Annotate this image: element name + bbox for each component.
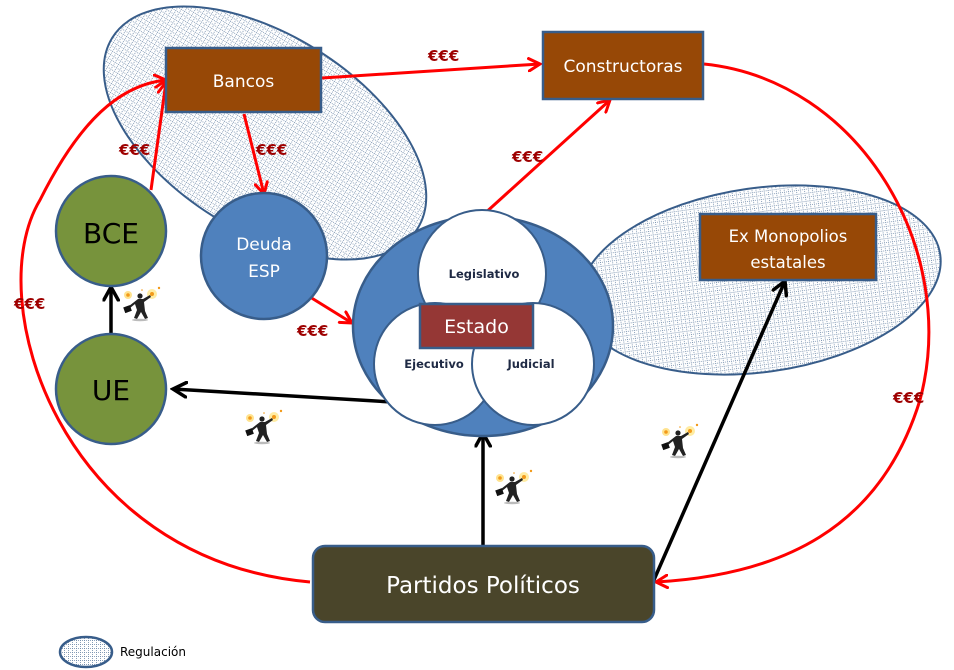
node-exmonopolios-label-line1: Ex Monopolios bbox=[729, 227, 848, 246]
money-flow-partidos-to-bancos bbox=[19, 80, 311, 584]
node-exmonopolios-label-line2: estatales bbox=[750, 253, 825, 272]
node-deuda-label-line2: ESP bbox=[248, 262, 280, 282]
money-flow-deuda-to-estado bbox=[309, 295, 352, 323]
power-judicial-label: Judicial bbox=[506, 357, 554, 371]
money-label-estado-constructoras: €€€ bbox=[511, 148, 543, 166]
money-flow-estado-to-constructoras bbox=[481, 100, 610, 217]
legend-regulation-label: Regulación bbox=[120, 645, 186, 659]
node-partidos-politicos: Partidos Políticos bbox=[311, 544, 656, 624]
businessman-lobbying-icon bbox=[123, 286, 161, 322]
businessman-lobbying-icon bbox=[495, 469, 533, 505]
node-bancos: Bancos bbox=[164, 46, 323, 114]
businessman-lobbying-icon bbox=[661, 423, 699, 459]
node-ex-monopolios: Ex Monopolios estatales bbox=[698, 212, 878, 282]
node-estado: Legislativo Ejecutivo Judicial Estado bbox=[351, 209, 615, 438]
businessman-lobbying-icon bbox=[245, 409, 283, 445]
node-partidos-label: Partidos Políticos bbox=[386, 573, 580, 599]
node-constructoras: Constructoras bbox=[541, 30, 705, 101]
node-ue-label: UE bbox=[92, 374, 130, 407]
legend-regulation-swatch bbox=[58, 635, 114, 669]
node-ue: UE bbox=[54, 332, 168, 446]
money-flow-bancos-to-deuda bbox=[242, 113, 264, 194]
power-ejecutivo-label: Ejecutivo bbox=[404, 357, 464, 371]
money-label-right-loop: €€€ bbox=[892, 389, 924, 407]
money-flow-constructoras-to-partidos bbox=[656, 62, 931, 582]
node-deuda-esp: Deuda ESP bbox=[199, 191, 329, 321]
node-bce-label: BCE bbox=[83, 217, 139, 250]
money-label-bancos-deuda: €€€ bbox=[255, 141, 287, 159]
money-flow-bancos-to-constructoras bbox=[321, 64, 540, 80]
node-bce: BCE bbox=[54, 174, 168, 288]
node-bancos-label: Bancos bbox=[213, 72, 275, 92]
influence-partidos-to-exmonopolios bbox=[651, 281, 785, 583]
money-label-left-loop: €€€ bbox=[13, 295, 45, 313]
node-estado-box bbox=[418, 302, 535, 350]
influence-estado-to-ue bbox=[173, 389, 393, 404]
legend: Regulación bbox=[58, 635, 186, 669]
power-legislativo-label: Legislativo bbox=[449, 267, 520, 281]
money-label-bancos-constructoras: €€€ bbox=[427, 47, 459, 65]
node-constructoras-label: Constructoras bbox=[563, 57, 682, 77]
money-label-deuda-estado: €€€ bbox=[296, 322, 328, 340]
node-estado-label: Estado bbox=[444, 316, 509, 338]
node-deuda-label-line1: Deuda bbox=[236, 235, 292, 255]
money-label-bce-bancos: €€€ bbox=[118, 141, 150, 159]
money-flow-bce-to-bancos bbox=[149, 82, 166, 191]
